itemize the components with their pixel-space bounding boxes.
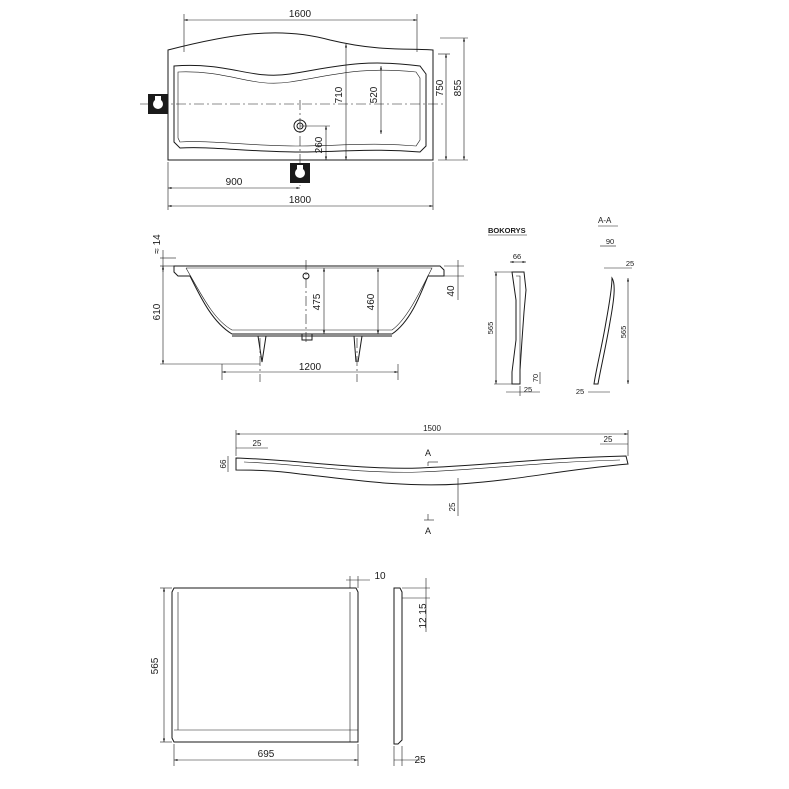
bokorys-title: BOKORYS: [488, 226, 526, 235]
section-aa-view: A-A 90 25 565 25: [576, 216, 634, 396]
dim-1600: 1600: [289, 9, 312, 20]
dim-750: 750: [435, 79, 446, 96]
bokorys-profile: [511, 271, 527, 385]
side-dim-695: 695: [258, 749, 275, 760]
panel-dim-66: 66: [219, 459, 228, 468]
tub-inner-basin: [173, 62, 427, 153]
dim-1800: 1800: [289, 195, 312, 206]
dim-40: 40: [446, 285, 457, 297]
section-marker-a-bottom: A: [425, 526, 431, 536]
dim-710: 710: [334, 86, 345, 103]
side-dim-12-15: 12 15: [418, 603, 429, 628]
dim-260: 260: [314, 136, 325, 153]
side-panel-view: 565 695 10 12 15 25: [150, 571, 430, 766]
bokorys-view: BOKORYS 66 565 70 25: [486, 226, 541, 396]
top-view: 1600 900 1800 710 520 750 855 260: [140, 9, 468, 210]
tub-inner-step: [177, 69, 421, 147]
dim-855: 855: [453, 79, 464, 96]
front-view: ≈ 14 610 475 460 40 1200: [152, 234, 464, 382]
bokorys-dim-25: 25: [524, 385, 532, 394]
panel-dim-1500: 1500: [423, 424, 441, 433]
aa-dim-90: 90: [606, 237, 614, 246]
dim-520: 520: [369, 86, 380, 103]
bokorys-dim-565: 565: [486, 322, 495, 335]
panel-dim-25-bottom: 25: [448, 502, 457, 511]
side-panel-profile: [393, 587, 403, 745]
tub-outer-outline: [167, 32, 434, 161]
panel-curve-outline: [235, 455, 629, 486]
dim-460: 460: [366, 293, 377, 310]
section-aa-profile: [593, 276, 615, 385]
aa-dim-565: 565: [619, 326, 628, 339]
faucet-symbol-left-icon: [148, 94, 168, 114]
side-dim-25: 25: [414, 755, 426, 766]
section-marker-a-top: A: [425, 448, 431, 458]
side-dim-565: 565: [150, 657, 161, 674]
dim-rim: ≈ 14: [152, 234, 163, 254]
aa-dim-25-bottom: 25: [576, 387, 584, 396]
aa-dim-25-top: 25: [626, 259, 634, 268]
side-dim-10: 10: [374, 571, 386, 582]
panel-dim-25-right: 25: [604, 435, 613, 444]
front-panel-plan: 1500 25 25 66 25 A A: [219, 424, 629, 536]
section-aa-title: A-A: [598, 216, 612, 225]
bokorys-dim-66: 66: [513, 252, 521, 261]
panel-dim-25-left: 25: [253, 439, 262, 448]
leg-right: [353, 335, 363, 363]
dim-1200: 1200: [299, 362, 322, 373]
bokorys-dim-70: 70: [531, 374, 540, 382]
faucet-symbol-bottom-icon: [290, 163, 310, 183]
side-panel-outline: [171, 587, 359, 743]
dim-610: 610: [152, 303, 163, 320]
dim-475: 475: [312, 293, 323, 310]
dim-900: 900: [226, 177, 243, 188]
leg-left: [257, 335, 267, 363]
